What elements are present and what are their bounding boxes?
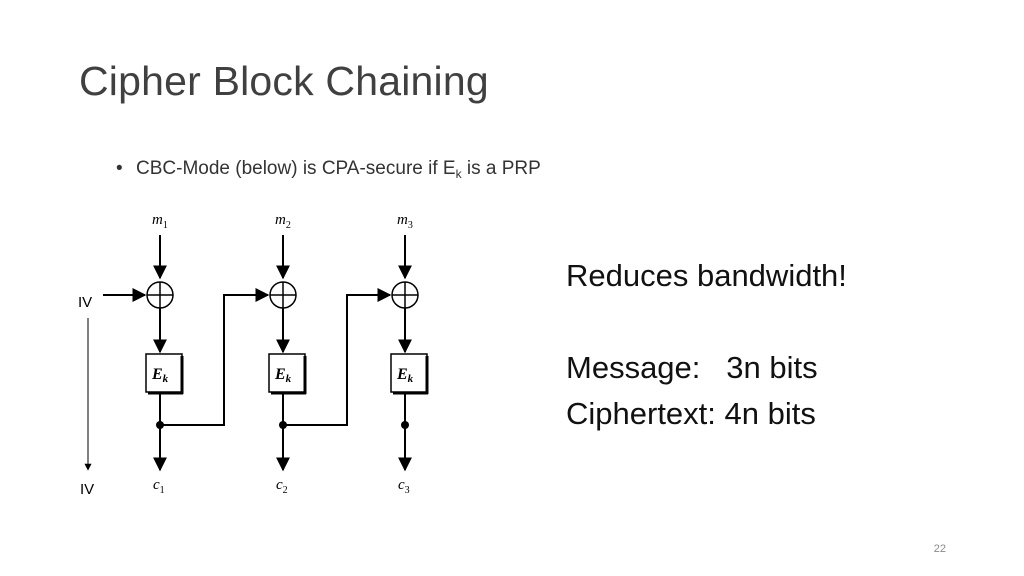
bullet-dot: •: [116, 158, 123, 179]
cbc-block-1: m1 Ek c1: [145, 212, 184, 496]
bullet-item: • CBC-Mode (below) is CPA-secure if Ek is…: [116, 158, 541, 181]
xor-icon-1: [146, 281, 174, 309]
iv-label-top: IV: [78, 294, 92, 311]
cipher-box-2: Ek: [268, 353, 307, 395]
junction-dot-3: [401, 421, 409, 429]
bullet-text-before: CBC-Mode (below) is CPA-secure if E: [136, 158, 456, 179]
message-label-2: m2: [275, 212, 291, 231]
svg-text:Ek: Ek: [151, 366, 169, 385]
iv-label-bottom: IV: [80, 481, 94, 498]
chain-arrow-2-to-3: [283, 288, 392, 426]
cipher-box-1: Ek: [145, 353, 184, 395]
message-label-3: m3: [397, 212, 413, 231]
svg-text:Ek: Ek: [274, 366, 292, 385]
ciphertext-size-note: Ciphertext: 4n bits: [566, 396, 816, 431]
ciphertext-label-2: c2: [276, 477, 288, 496]
xor-icon-2: [269, 281, 297, 309]
page-number: 22: [933, 543, 946, 555]
cbc-block-2: m2 Ek c2: [268, 212, 307, 496]
message-label-1: m1: [152, 212, 168, 231]
message-size-note: Message: 3n bits: [566, 350, 818, 385]
cipher-box-3: Ek: [390, 353, 429, 395]
cbc-block-3: m3 Ek c3: [390, 212, 429, 496]
xor-icon-3: [391, 281, 419, 309]
slide-title: Cipher Block Chaining: [79, 58, 489, 104]
ciphertext-label-3: c3: [398, 477, 410, 496]
bullet-subscript: k: [455, 167, 462, 181]
chain-arrow-1-to-2: [160, 288, 270, 426]
bullet-text-after: is a PRP: [461, 158, 541, 179]
svg-text:Ek: Ek: [396, 366, 414, 385]
bandwidth-note: Reduces bandwidth!: [566, 258, 847, 293]
ciphertext-label-1: c1: [153, 477, 165, 496]
